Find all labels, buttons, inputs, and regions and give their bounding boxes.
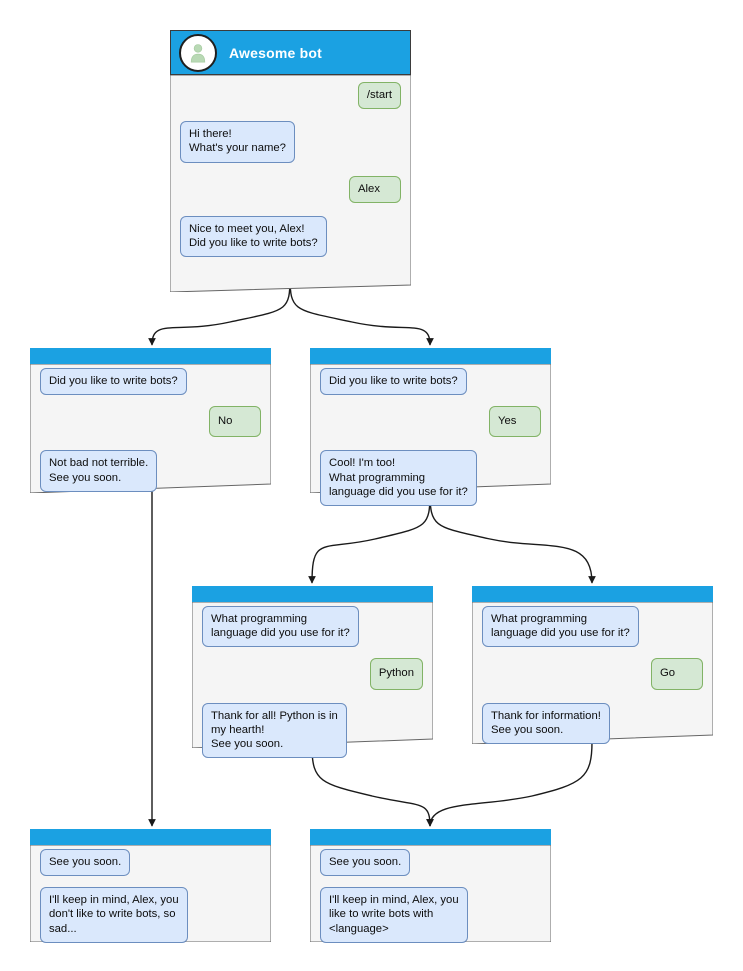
node-answer-no[interactable]: Did you like to write bots? No Not bad n… — [30, 348, 271, 493]
message-row: Did you like to write bots? — [320, 368, 541, 396]
message-row: Alex — [180, 175, 401, 203]
edge-python-to-end-happy — [311, 746, 434, 827]
node-answer-go[interactable]: What programming language did you use fo… — [472, 586, 713, 745]
message-row: No — [40, 406, 261, 438]
edge-yes-to-go — [429, 492, 596, 584]
message-bubble-bot[interactable]: I'll keep in mind, Alex, you don't like … — [40, 887, 188, 943]
message-bubble-user[interactable]: Alex — [349, 175, 401, 203]
message-bubble-bot[interactable]: What programming language did you use fo… — [202, 606, 359, 648]
message-bubble-bot[interactable]: See you soon. — [40, 849, 131, 877]
message-bubble-bot[interactable]: See you soon. — [320, 849, 411, 877]
message-bubble-bot[interactable]: I'll keep in mind, Alex, you like to wri… — [320, 887, 468, 943]
node-header-bar — [472, 586, 713, 602]
message-row: Nice to meet you, Alex! Did you like to … — [180, 215, 401, 258]
message-row: I'll keep in mind, Alex, you don't like … — [40, 887, 261, 943]
message-bubble-bot[interactable]: Not bad not terrible. See you soon. — [40, 450, 158, 492]
message-row: Go — [482, 658, 703, 690]
message-row: Yes — [320, 406, 541, 438]
node-header-bar — [310, 348, 551, 364]
bot-header-bar: Awesome bot — [170, 30, 411, 75]
message-bubble-user[interactable]: Go — [651, 658, 703, 690]
node-answer-python[interactable]: What programming language did you use fo… — [192, 586, 433, 759]
message-row: Python — [202, 658, 423, 690]
message-row: Did you like to write bots? — [40, 368, 261, 396]
message-bubble-user[interactable]: Python — [369, 658, 423, 690]
person-avatar-icon — [179, 33, 217, 72]
message-row: What programming language did you use fo… — [482, 606, 703, 648]
message-bubble-bot[interactable]: Nice to meet you, Alex! Did you like to … — [180, 215, 327, 258]
message-bubble-bot[interactable]: Thank for all! Python is in my hearth! S… — [202, 702, 347, 759]
edge-go-to-end-happy — [426, 741, 593, 827]
message-row: See you soon. — [320, 849, 541, 877]
node-answer-yes[interactable]: Did you like to write bots? Yes Cool! I'… — [310, 348, 551, 507]
node-header-bar — [192, 586, 433, 602]
node-header-bar — [30, 829, 271, 845]
message-row: Cool! I'm too! What programming language… — [320, 450, 541, 507]
message-row: /start — [180, 82, 401, 110]
message-bubble-user[interactable]: /start — [357, 82, 401, 110]
message-row: Thank for all! Python is in my hearth! S… — [202, 702, 423, 759]
node-end-happy[interactable]: See you soon. I'll keep in mind, Alex, y… — [310, 829, 551, 943]
message-bubble-user[interactable]: Yes — [489, 406, 541, 438]
message-bubble-bot[interactable]: Thank for information! See you soon. — [482, 702, 610, 745]
node-end-sad[interactable]: See you soon. I'll keep in mind, Alex, y… — [30, 829, 271, 943]
person-glyph — [190, 43, 206, 63]
message-bubble-bot[interactable]: Cool! I'm too! What programming language… — [320, 450, 477, 507]
message-row: Hi there! What's your name? — [180, 121, 401, 163]
edge-yes-to-python — [308, 492, 431, 584]
node-header-bar — [310, 829, 551, 845]
message-row: What programming language did you use fo… — [202, 606, 423, 648]
message-row: See you soon. — [40, 849, 261, 877]
bot-name-label: Awesome bot — [229, 44, 322, 61]
message-bubble-bot[interactable]: Did you like to write bots? — [320, 368, 467, 396]
message-bubble-bot[interactable]: Hi there! What's your name? — [180, 121, 295, 163]
message-bubble-bot[interactable]: What programming language did you use fo… — [482, 606, 639, 648]
message-row: Not bad not terrible. See you soon. — [40, 450, 261, 492]
node-header-bar — [30, 348, 271, 364]
node-start[interactable]: Awesome bot /start Hi there! What's your… — [170, 30, 411, 292]
message-bubble-user[interactable]: No — [209, 406, 261, 438]
message-row: Thank for information! See you soon. — [482, 702, 703, 745]
message-row: I'll keep in mind, Alex, you like to wri… — [320, 887, 541, 943]
message-bubble-bot[interactable]: Did you like to write bots? — [40, 368, 187, 396]
